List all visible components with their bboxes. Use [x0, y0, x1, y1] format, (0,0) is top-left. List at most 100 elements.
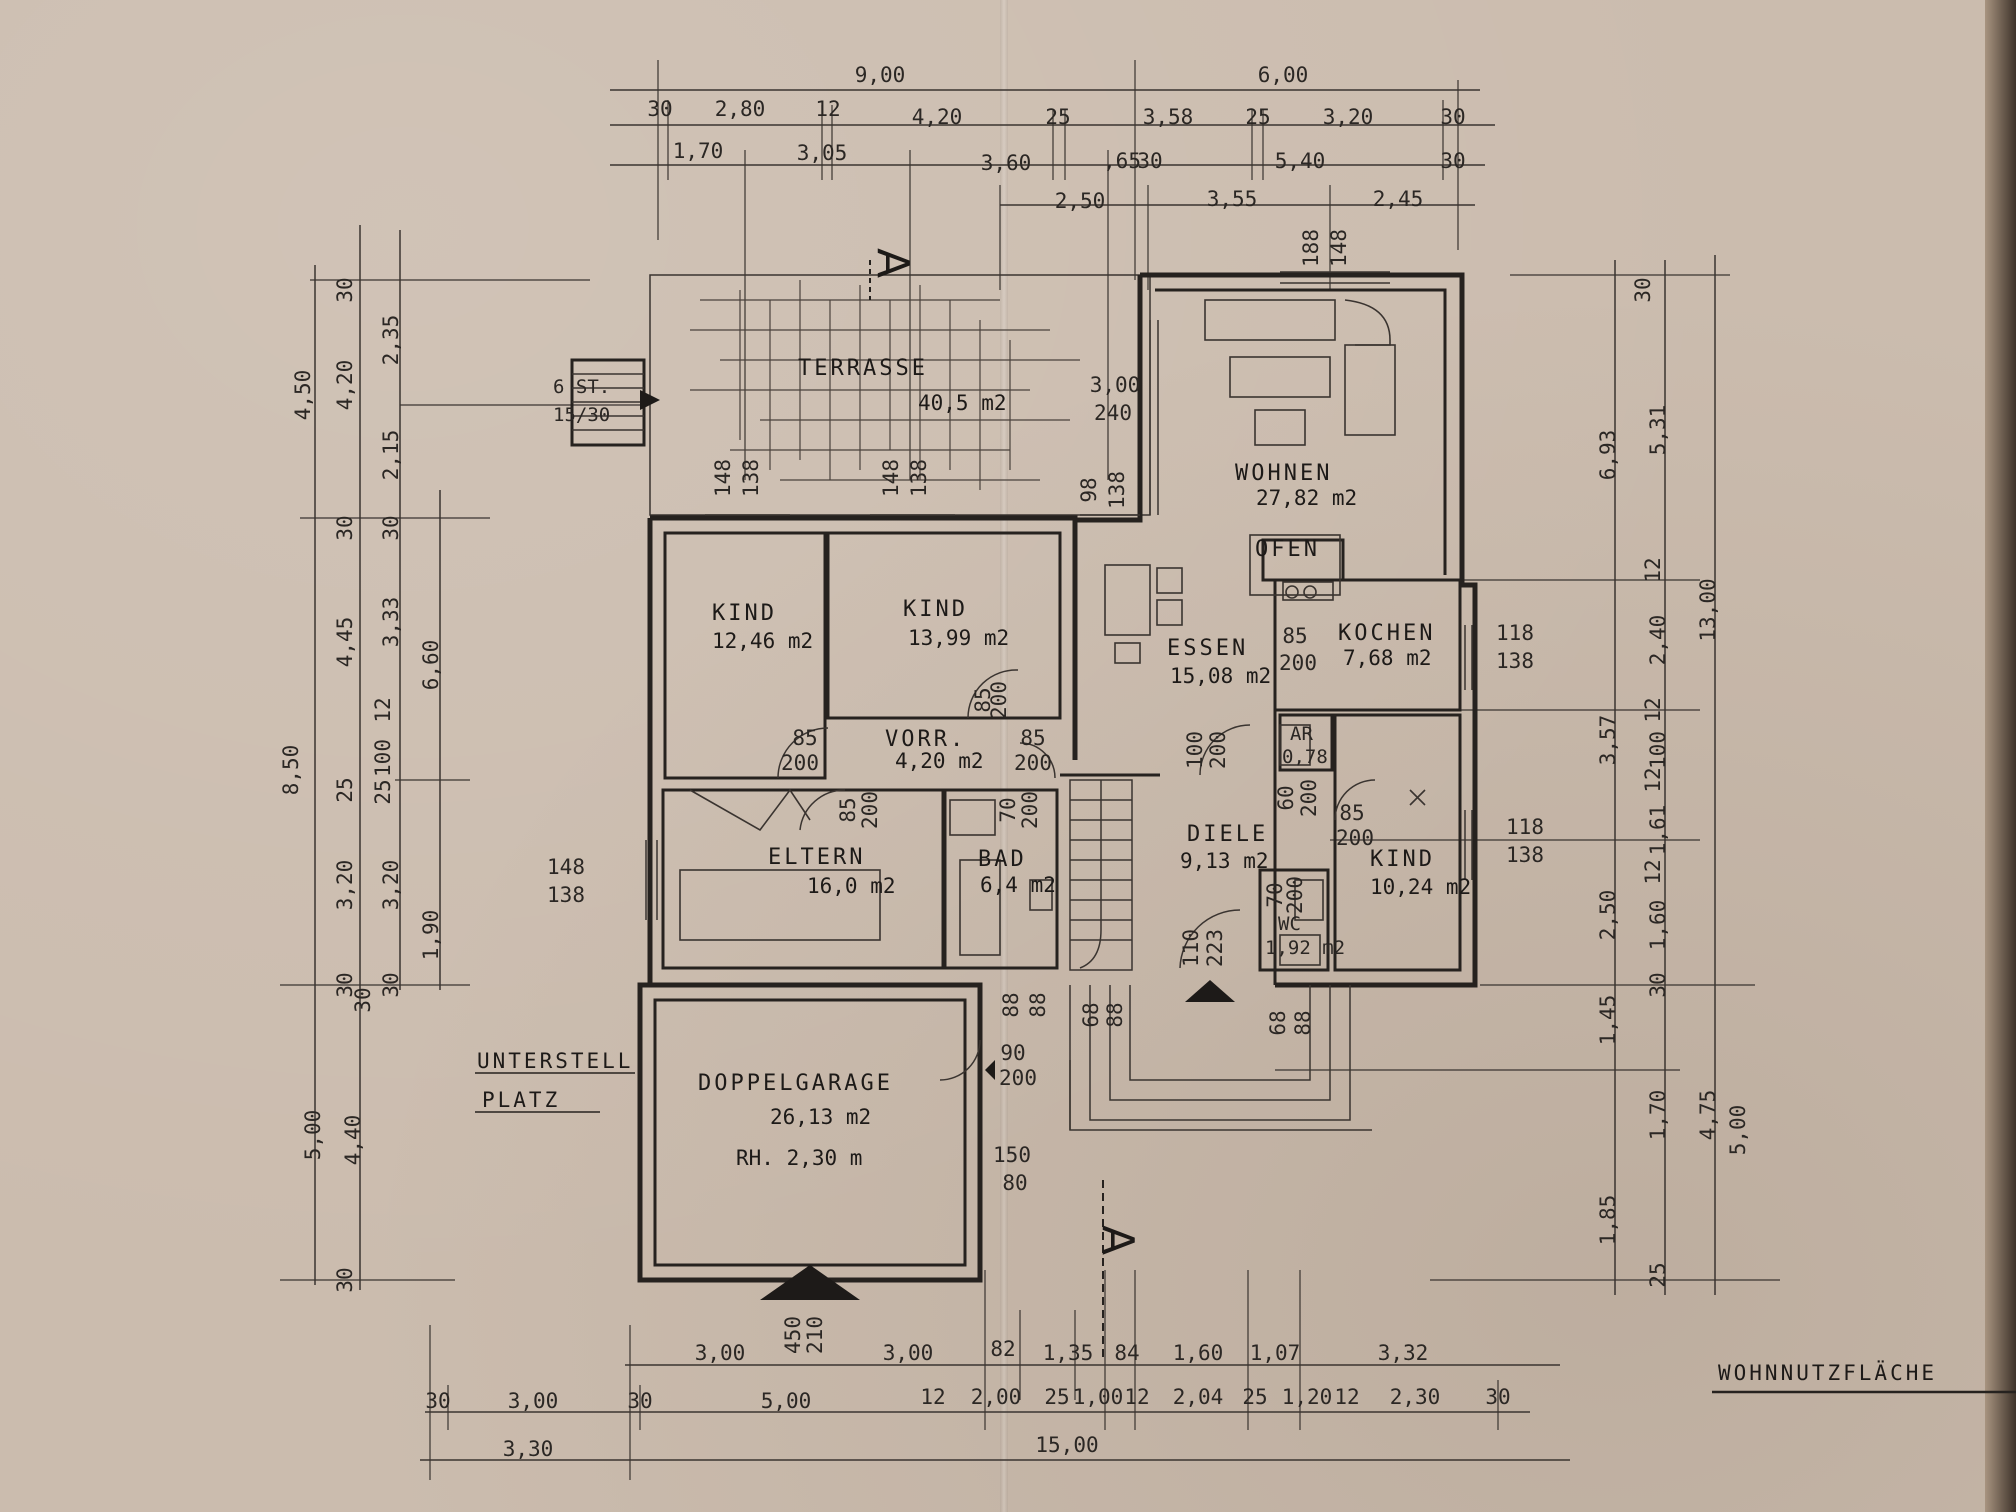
dim-top-row4-1: 3,55 [1207, 187, 1258, 211]
dim-left-col2-6: 30 [333, 972, 357, 997]
dim-opening-wohnen-window-0: 188 [1299, 229, 1323, 267]
label-stairs-count: 6 ST. [553, 376, 610, 398]
dim-top-row4-0: 2,50 [1055, 189, 1106, 213]
dim-opening-door-wc-0: 70 [1263, 882, 1287, 907]
terrace-paving [690, 280, 1080, 490]
dim-opening-door-kind2-1: 200 [987, 681, 1011, 719]
dim-opening-door-eltern-0: 85 [836, 797, 860, 822]
dim-top-row2-3: 4,20 [912, 105, 963, 129]
room-kind-3-name: KIND [1370, 847, 1435, 872]
dim-top-row1-1: 6,00 [1258, 63, 1309, 87]
dim-left-col2-3: 4,45 [333, 617, 357, 668]
building-walls [570, 271, 1478, 1283]
furniture [679, 299, 1426, 966]
dim-right-col2-6: 12 [1641, 767, 1665, 792]
dim-opening-kind2-window-1: 138 [907, 459, 931, 497]
dim-opening-door-bad-1: 200 [1018, 791, 1042, 829]
room-garage-height: RH. 2,30 m [736, 1146, 862, 1170]
dim-opening-door-vorr-0: 85 [1020, 726, 1045, 750]
dim-left-col2-0: 30 [333, 277, 357, 302]
dim-top-row3-3: ,65 [1103, 149, 1141, 173]
dim-opening-door-kind1-1: 200 [781, 751, 819, 775]
dim-left-col1-0: 4,50 [291, 370, 315, 421]
dim-opening-kind1-window-0: 148 [711, 459, 735, 497]
dim-opening-kind2-window-0: 148 [879, 459, 903, 497]
dim-left-col1-1: 8,50 [279, 745, 303, 796]
room-diele-name: DIELE [1187, 822, 1268, 847]
dim-opening-door-wc-1: 200 [1283, 876, 1307, 914]
dim-right-col3-0: 13,00 [1696, 578, 1720, 641]
dim-top-row2-7: 3,20 [1323, 105, 1374, 129]
dim-opening-door-ar-1: 200 [1297, 779, 1321, 817]
dim-opening-terrasse-window-1: 240 [1094, 401, 1132, 425]
room-kind-2-area: 13,99 m2 [908, 626, 1009, 650]
garage-door-arrow-icon [985, 1060, 995, 1080]
dim-right-col2-7: 1,61 [1646, 805, 1670, 856]
room-kind-3-area: 10,24 m2 [1370, 875, 1471, 899]
dim-left-col2-8: 4,40 [341, 1115, 365, 1166]
dim-opening-door-kind2-0: 85 [971, 687, 995, 712]
paper-edge [1985, 0, 2016, 1512]
dim-opening-kochen-window-0: 118 [1496, 621, 1534, 645]
dim-opening-steps-68b-0: 68 [1266, 1010, 1290, 1035]
dim-opening-steps-68-1: 88 [1103, 1002, 1127, 1027]
label-platz: PLATZ [482, 1088, 560, 1112]
dim-bottom-row2-5: 2,00 [971, 1385, 1022, 1409]
room-kind-1-name: KIND [712, 601, 777, 626]
room-eltern-name: ELTERN [768, 845, 865, 870]
dim-opening-kind3-window-1: 138 [1506, 843, 1544, 867]
dim-opening-kind1-window-1: 138 [739, 459, 763, 497]
section-marker-bottom: A [1092, 1225, 1143, 1255]
dim-opening-door-kind3-1: 200 [1336, 826, 1374, 850]
dim-left-col1-2: 5,00 [301, 1110, 325, 1161]
dim-left-col3-6: 25 [371, 779, 395, 804]
dim-opening-door-garage-0: 90 [1000, 1041, 1025, 1065]
dim-opening-steps-88-0: 88 [999, 992, 1023, 1017]
dim-right-col1-1: 3,57 [1596, 715, 1620, 766]
dim-opening-door-kochen-0: 85 [1282, 624, 1307, 648]
dim-bottom-row3-1: 15,00 [1035, 1433, 1098, 1457]
dim-bottom-row2-4: 12 [920, 1385, 945, 1409]
section-marker-top: A [867, 248, 918, 278]
dim-opening-garage-window-1: 80 [1002, 1171, 1027, 1195]
dim-right-col2-10: 30 [1646, 972, 1670, 997]
dim-left-col4-0: 6,60 [419, 640, 443, 691]
dim-bottom-row2-8: 12 [1124, 1385, 1149, 1409]
room-kind-1-area: 12,46 m2 [712, 629, 813, 653]
dim-right-col1-3: 1,45 [1596, 995, 1620, 1046]
dim-bottom-row2-7: 1,00 [1073, 1385, 1124, 1409]
paper-fold [1000, 0, 1008, 1512]
garage-entry-arrow-icon [760, 1265, 860, 1300]
dim-opening-door-garage-1: 200 [999, 1066, 1037, 1090]
dim-bottom-row2-11: 1,20 [1282, 1385, 1333, 1409]
house-entry-arrow-icon [1185, 980, 1235, 1002]
dim-opening-terrasse-window-0: 3,00 [1090, 373, 1141, 397]
dim-bottom-row2-1: 3,00 [508, 1389, 559, 1413]
dim-bottom-row2-13: 2,30 [1390, 1385, 1441, 1409]
label-wohnnutzflaeche: WOHNNUTZFLÄCHE [1718, 1360, 1937, 1385]
dim-bottom-row1-5: 1,35 [1043, 1341, 1094, 1365]
dim-opening-door-entry-0: 110 [1179, 929, 1203, 967]
dim-right-col1-4: 1,85 [1596, 1195, 1620, 1246]
dim-left-col3-3: 3,33 [379, 597, 403, 648]
dim-opening-door-kochen-1: 200 [1279, 651, 1317, 675]
dim-bottom-row3-0: 3,30 [503, 1437, 554, 1461]
dim-opening-essen-window-0: 98 [1077, 477, 1101, 502]
dim-opening-steps-68-0: 68 [1079, 1002, 1103, 1027]
room-eltern-area: 16,0 m2 [807, 874, 896, 898]
room-vorr-area: 4,20 m2 [895, 749, 984, 773]
room-diele-area: 9,13 m2 [1180, 849, 1269, 873]
dim-left-col2-9: 30 [333, 1267, 357, 1292]
dim-top-row2-1: 2,80 [715, 97, 766, 121]
dim-right-col2-8: 12 [1641, 859, 1665, 884]
dim-opening-steps-88-1: 88 [1026, 992, 1050, 1017]
dim-bottom-row1-0: 3,00 [695, 1341, 746, 1365]
dim-bottom-row2-9: 2,04 [1173, 1385, 1224, 1409]
dim-left-col4-1: 1,90 [419, 910, 443, 961]
dim-opening-door-bad-0: 70 [996, 797, 1020, 822]
dim-top-row3-1: 3,05 [797, 141, 848, 165]
dim-left-col3-1: 2,15 [379, 430, 403, 481]
dim-opening-door-essen-0: 100 [1183, 731, 1207, 769]
